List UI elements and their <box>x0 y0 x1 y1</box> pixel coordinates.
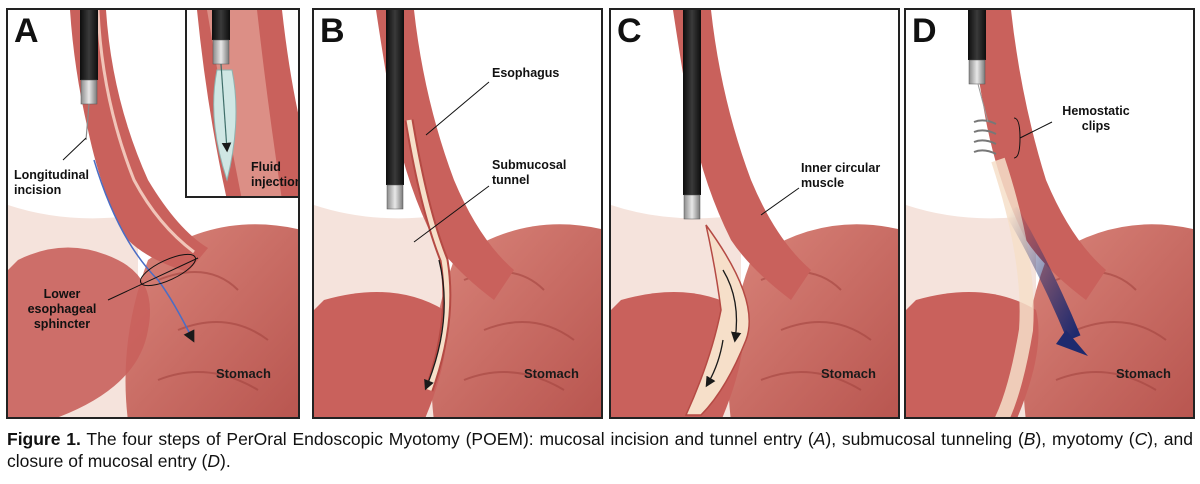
label-longitudinal-incision: Longitudinal incision <box>14 168 89 197</box>
caption-ref-d: D <box>207 451 220 471</box>
inset-illustration <box>187 10 298 196</box>
endoscope <box>683 10 701 195</box>
hemostatic-clips <box>973 119 997 155</box>
panel-b-illustration <box>314 10 601 417</box>
label-inner-circular-muscle: Inner circular muscle <box>801 161 881 190</box>
label-stomach: Stomach <box>1116 366 1171 381</box>
caption-figure-label: Figure 1. <box>7 429 81 449</box>
endoscope <box>386 10 404 185</box>
stomach-shape <box>125 224 298 417</box>
figure-caption: Figure 1. The four steps of PerOral Endo… <box>7 428 1193 472</box>
caption-text: ), and closure of mucosal entry ( <box>7 429 1193 471</box>
panel-b: B Esophagus Submucosal tunnel Stomach <box>312 8 603 419</box>
label-submucosal-tunnel: Submucosal tunnel <box>492 158 567 187</box>
inset-fluid-injection: Fluid injection <box>185 10 300 198</box>
panel-d: D Hemostatic clips Stomach <box>904 8 1195 419</box>
caption-ref-c: C <box>1134 429 1148 449</box>
label-stomach: Stomach <box>524 366 579 381</box>
caption-text: The four steps of PerOral Endoscopic Myo… <box>80 429 814 449</box>
panel-c-illustration <box>611 10 898 417</box>
panel-letter: B <box>320 12 345 50</box>
panel-letter: D <box>912 12 937 50</box>
label-stomach: Stomach <box>216 366 271 381</box>
caption-ref-b: B <box>1023 429 1036 449</box>
caption-text: ), myotomy ( <box>1035 429 1135 449</box>
panel-d-illustration <box>906 10 1193 417</box>
blue-arrow <box>1004 206 1081 341</box>
caption-text: ). <box>220 451 231 471</box>
panel-letter: A <box>14 12 39 50</box>
endoscope <box>80 10 98 80</box>
panel-c: C Inner circular muscle Stomach <box>609 8 900 419</box>
endoscope <box>968 10 986 60</box>
panel-letter: C <box>617 12 642 50</box>
label-stomach: Stomach <box>821 366 876 381</box>
label-lower-esophageal-sphincter: Lower esophageal sphincter <box>27 287 97 331</box>
label-fluid-injection: Fluid injection <box>251 160 300 189</box>
label-hemostatic-clips: Hemostatic clips <box>1062 104 1130 133</box>
caption-ref-a: A <box>813 429 826 449</box>
panel-a: A Longitudinal incision Lower esophageal… <box>6 8 300 419</box>
caption-text: ), submucosal tunneling ( <box>825 429 1024 449</box>
label-esophagus: Esophagus <box>492 66 560 80</box>
